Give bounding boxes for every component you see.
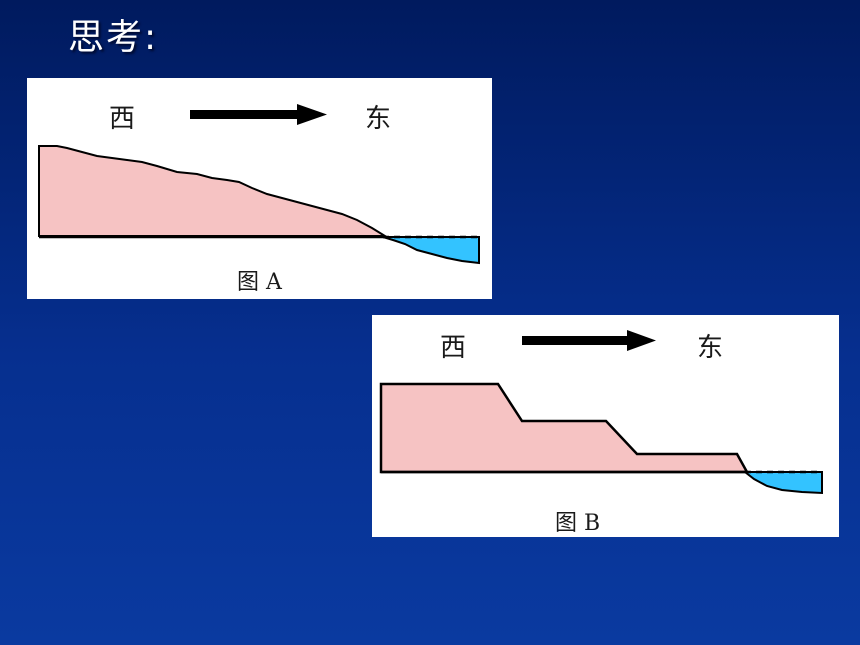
arrow-east-icon [522, 330, 656, 351]
land-profile-a [38, 145, 389, 237]
figure-a-diagram [38, 104, 480, 265]
land-profile-b [379, 382, 750, 474]
arrow-east-icon [190, 104, 327, 125]
east-label-b: 东 [697, 333, 724, 363]
figure-b-panel: 西 东 图 B [372, 315, 839, 537]
caption-a: 图 A [237, 270, 282, 295]
water-a [382, 236, 480, 265]
west-label-b: 西 [440, 333, 467, 363]
caption-b: 图 B [555, 511, 601, 536]
east-label-a: 东 [365, 104, 392, 134]
west-label-a: 西 [109, 104, 136, 134]
figure-a-panel: 西 东 图 A [27, 78, 492, 299]
water-b [742, 471, 823, 495]
figure-b-diagram [379, 330, 823, 495]
slide-title: 思考: [68, 17, 159, 58]
